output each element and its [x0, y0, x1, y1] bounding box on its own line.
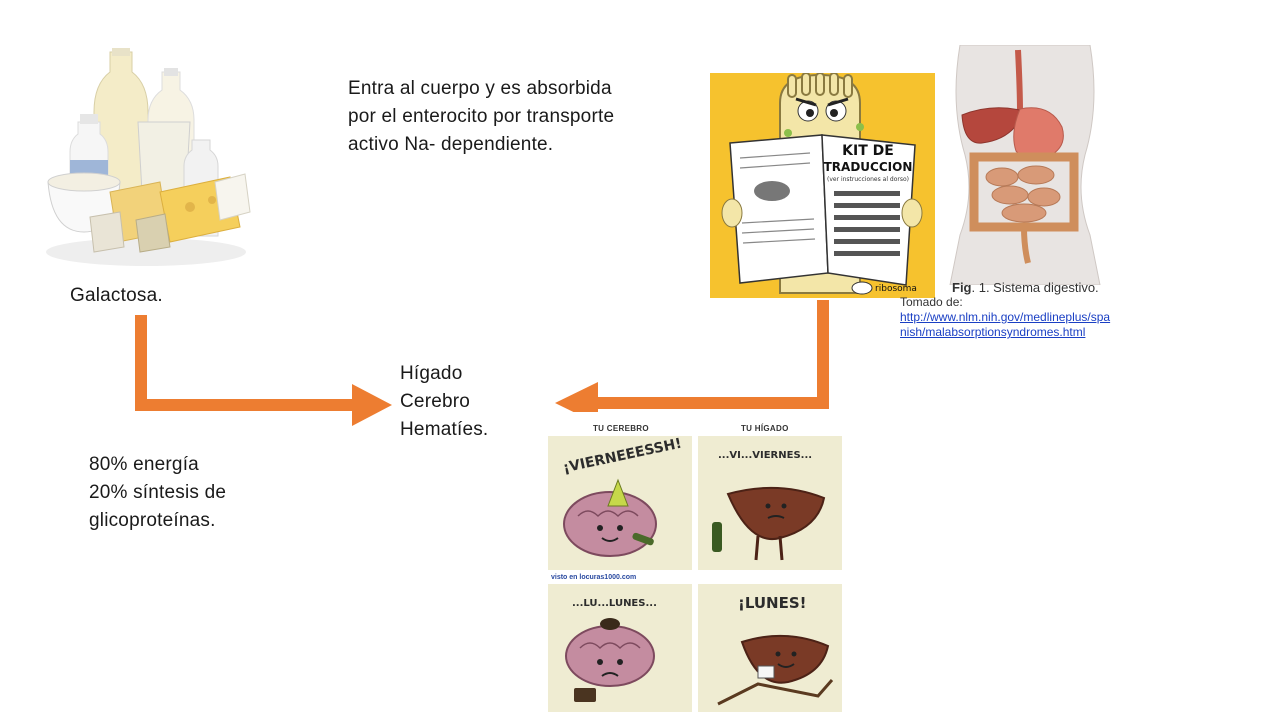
- brain-character-sad: [565, 618, 655, 702]
- figure-caption-title: Fig. 1. Sistema digestivo.: [900, 280, 1160, 295]
- liver-character-tired: [712, 486, 826, 561]
- arrowhead-right: [352, 384, 392, 426]
- comic-title-liver: TU HÍGADO: [741, 424, 789, 433]
- comic-panel-liver-friday: ...VI...VIERNES...: [698, 436, 842, 570]
- brain-liver-comic: TU CEREBRO TU HÍGADO ¡VIERNEEESSH! ...VI…: [545, 412, 845, 714]
- figure-source-link-line1[interactable]: http://www.nlm.nih.gov/medlineplus/spa: [900, 310, 1111, 324]
- comic-panel-liver-monday: ¡LUNES!: [698, 584, 842, 712]
- galactose-usage: 80% energía 20% síntesis de glicoproteín…: [89, 451, 226, 535]
- usage-line: 20% síntesis de: [89, 482, 227, 503]
- galactosa-text: Galactosa.: [70, 285, 163, 306]
- dairy-products-image: [46, 48, 251, 266]
- figure-caption-rest: . 1. Sistema digestivo.: [971, 280, 1099, 295]
- usage-line: glicoproteínas.: [89, 510, 216, 531]
- cell-comic-title-2: TRADUCCION: [824, 160, 913, 174]
- cell-comic-title-1: KIT DE: [842, 143, 894, 159]
- comic-watermark: visto en locuras1000.com: [551, 574, 637, 581]
- cell-comic-subtitle: (ver instrucciones al dorso): [827, 176, 909, 183]
- absorption-line: Entra al cuerpo y es absorbida: [348, 78, 612, 99]
- figure-source-link-line2[interactable]: nish/malabsorptionsyndromes.html: [900, 325, 1086, 339]
- organs-list: Hígado Cerebro Hematíes.: [400, 360, 488, 444]
- arrow-enterocyte-to-organs: [596, 300, 829, 409]
- comic-text-lunes-brain: ...LU...LUNES...: [572, 598, 657, 609]
- figure-source-prefix: Tomado de:: [900, 295, 963, 309]
- figure-caption: Fig. 1. Sistema digestivo. Tomado de: ht…: [900, 280, 1160, 340]
- arrow-galactose-to-organs: [135, 315, 355, 411]
- galactosa-label: Galactosa.: [70, 282, 163, 310]
- organ-item: Hígado: [400, 363, 463, 384]
- digestive-system-image: [949, 45, 1101, 285]
- organ-item: Cerebro: [400, 391, 471, 412]
- enterocyte-comic-image: KIT DE TRADUCCION (ver instrucciones al …: [710, 73, 935, 298]
- comic-text-viernes-liver: ...VI...VIERNES...: [718, 450, 813, 461]
- figure-caption-bold: Fig: [952, 280, 972, 295]
- comic-title-brain: TU CEREBRO: [593, 424, 649, 433]
- absorption-line: activo Na- dependiente.: [348, 134, 554, 155]
- absorption-line: por el enterocito por transporte: [348, 106, 615, 127]
- comic-text-lunes-liver: ¡LUNES!: [738, 594, 807, 612]
- usage-line: 80% energía: [89, 454, 199, 475]
- liver-character-relaxed: [717, 634, 834, 706]
- ribosoma-brand: ribosoma: [875, 284, 917, 294]
- comic-panel-brain-monday: ...LU...LUNES...: [548, 584, 692, 712]
- comic-panel-brain-friday: ¡VIERNEEESSH!: [548, 436, 692, 570]
- brain-character-happy: [563, 478, 657, 557]
- absorption-description: Entra al cuerpo y es absorbida por el en…: [348, 75, 614, 159]
- organ-item: Hematíes.: [400, 419, 489, 440]
